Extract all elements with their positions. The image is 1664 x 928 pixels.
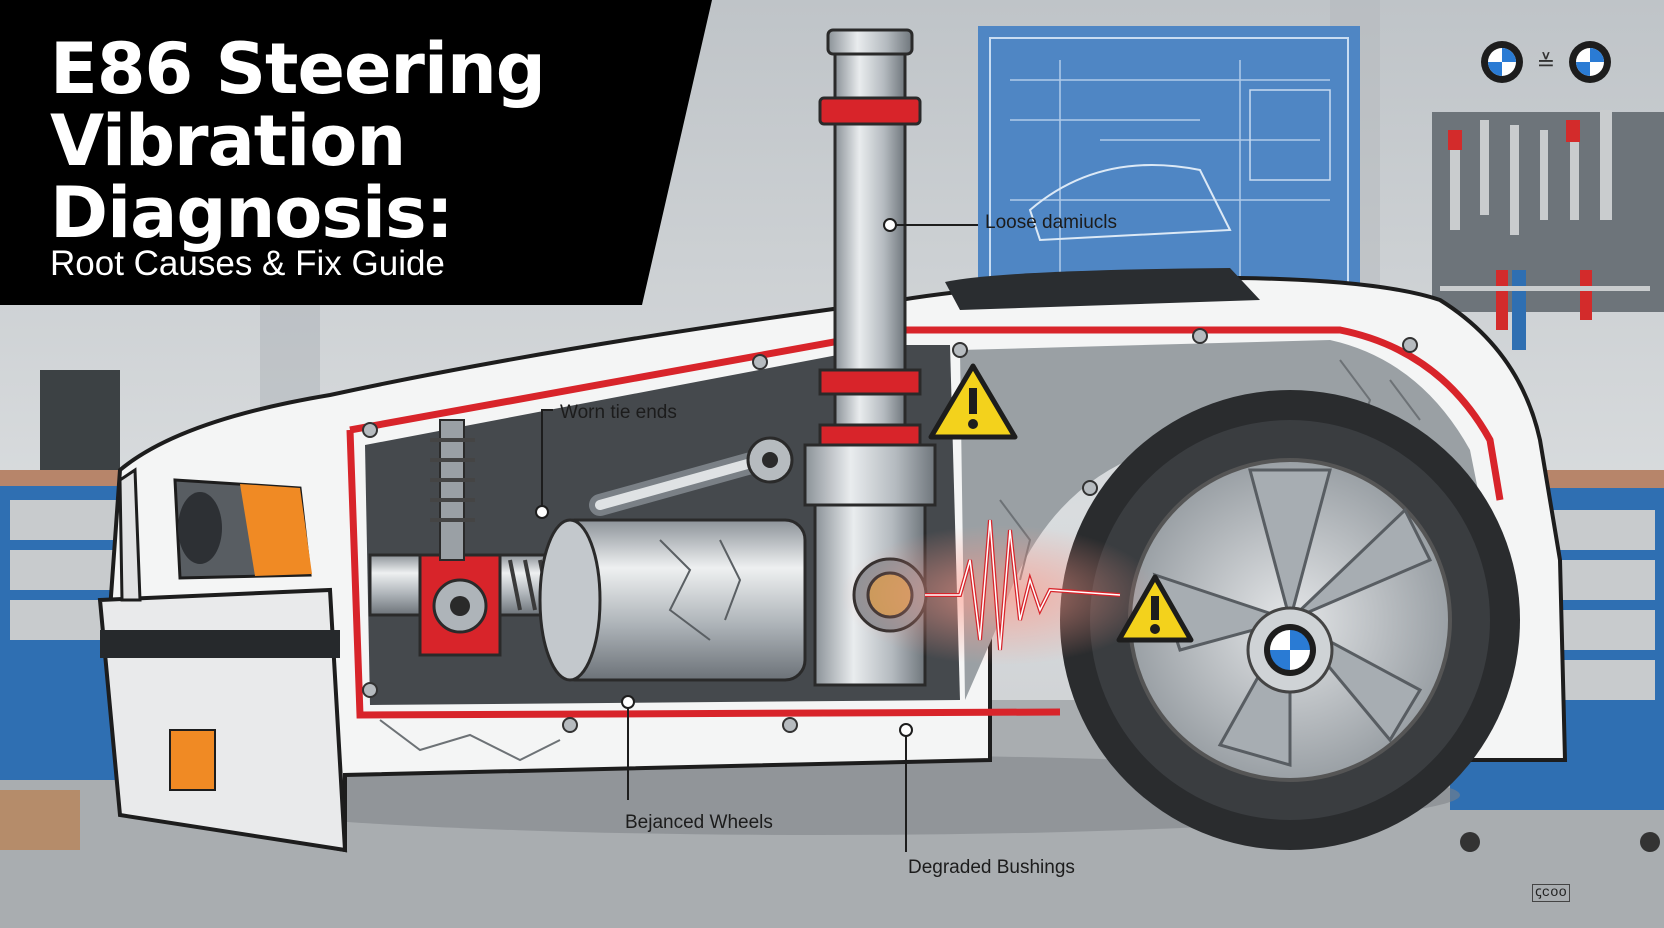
- blueprint-board: [978, 26, 1360, 316]
- bmw-logo: [1569, 41, 1611, 83]
- title-line-3: Diagnosis:: [50, 172, 454, 254]
- callout-bushings: Degraded Bushings: [908, 857, 1075, 878]
- logo-separator: ≚: [1537, 51, 1555, 76]
- title-line-2: Vibration: [50, 100, 406, 182]
- warning-icon: [928, 363, 1018, 440]
- title-background: [0, 0, 712, 305]
- steering-rack: [368, 419, 807, 682]
- warning-icon: [1116, 574, 1194, 643]
- title-panel: E86 Steering Vibration Diagnosis: Root C…: [0, 0, 720, 305]
- callout-loose: Loose damiucls: [985, 212, 1118, 233]
- tie-rod: [589, 436, 794, 516]
- callout-tie-ends: Worn tie ends: [560, 402, 677, 423]
- bmw-logo: [1481, 41, 1523, 83]
- title-line-1: E86 Steering: [50, 28, 546, 110]
- tool-pegboard: [1432, 110, 1664, 350]
- bmw-wheel-badge: [1264, 624, 1316, 676]
- watermark: ꞔcoo: [1532, 884, 1570, 902]
- vibration-signal: [840, 519, 1160, 665]
- car-front-fascia: [97, 467, 348, 853]
- subtitle: Root Causes & Fix Guide: [50, 244, 445, 283]
- callout-wheels: Bejanced Wheels: [625, 812, 773, 833]
